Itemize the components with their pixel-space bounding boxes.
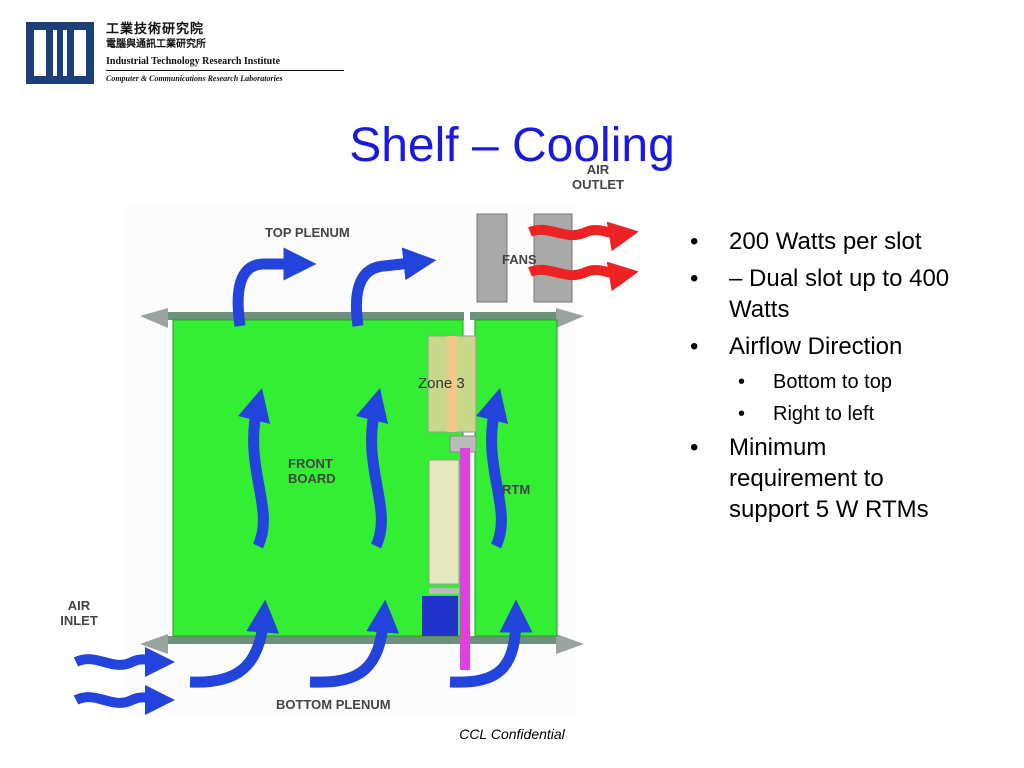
power-module [422, 596, 458, 636]
airflow-arrow-board-1 [237, 387, 271, 549]
outlet-arrow-1 [528, 221, 639, 252]
sub-bullet-item: Bottom to top [688, 368, 958, 396]
airflow-arrow-bottom-1 [189, 599, 280, 688]
org-divider [106, 70, 344, 71]
org-subname-english: Computer & Communications Research Labor… [106, 74, 283, 83]
bracket-top-left [140, 308, 168, 328]
inlet-arrow-1 [73, 646, 175, 677]
air-outlet-label: AIR OUTLET [568, 162, 628, 192]
fans-label: FANS [502, 252, 537, 267]
bottom-rail [168, 636, 558, 644]
top-rail-left [168, 312, 464, 320]
footer-confidential: CCL Confidential [0, 726, 1024, 742]
footer-text: CCL Confidential [459, 726, 565, 742]
airflow-arrow-rtm [475, 387, 509, 549]
front-board-line1: FRONT [288, 456, 333, 471]
air-outlet-line1: AIR [586, 162, 610, 177]
outlet-arrow-2 [528, 261, 639, 292]
front-board-line2: BOARD [288, 471, 336, 486]
inlet-arrow-2 [73, 684, 175, 715]
airflow-arrow-top-1 [232, 247, 317, 327]
air-inlet-line1: AIR [67, 598, 91, 613]
airflow-arrow-bottom-2 [309, 599, 400, 688]
front-board [172, 319, 464, 637]
module-card [428, 459, 460, 585]
top-rail-right [470, 312, 556, 320]
zone3-stripe [447, 336, 457, 432]
organization-name: 工業技術研究院 電腦與通訊工業研究所 Industrial Technology… [106, 22, 346, 84]
zone3-label: Zone 3 [418, 375, 465, 392]
bullet-item: – Dual slot up to 400 Watts [688, 263, 958, 325]
airflow-arrow-bottom-3 [449, 599, 533, 688]
air-inlet-label: AIR INLET [52, 598, 106, 628]
airflow-arrow-board-2 [355, 387, 389, 549]
bullet-item: 200 Watts per slot [688, 226, 958, 257]
itri-logo [26, 22, 94, 84]
bullet-item: Airflow Direction [688, 331, 958, 362]
bracket-top-right [556, 308, 584, 328]
org-subname-chinese: 電腦與通訊工業研究所 [106, 39, 206, 50]
fan-unit-left [476, 213, 508, 303]
cooling-diagram: AIR OUTLET TOP PLENUM FANS Zone 3 FRONT … [40, 162, 640, 723]
backplane [460, 448, 470, 670]
bullet-item: Minimum requirement to support 5 W RTMs [688, 432, 958, 525]
org-name-chinese: 工業技術研究院 [106, 22, 205, 37]
airflow-arrow-top-2 [350, 247, 437, 327]
bottom-plenum-label: BOTTOM PLENUM [276, 697, 391, 712]
rtm-board [474, 319, 558, 637]
sub-bullet-item: Right to left [688, 400, 958, 428]
front-board-label: FRONT BOARD [288, 456, 336, 486]
slide-title: Shelf – Cooling [349, 119, 675, 172]
top-plenum-label: TOP PLENUM [265, 225, 350, 240]
air-inlet-line2: INLET [60, 613, 98, 628]
air-outlet-line2: OUTLET [572, 177, 624, 192]
rtm-label: RTM [502, 482, 531, 497]
module-latch [429, 588, 459, 594]
bracket-bottom-right [556, 634, 584, 654]
org-name-english: Industrial Technology Research Institute [106, 56, 281, 67]
bullet-list: 200 Watts per slot – Dual slot up to 400… [688, 226, 958, 531]
